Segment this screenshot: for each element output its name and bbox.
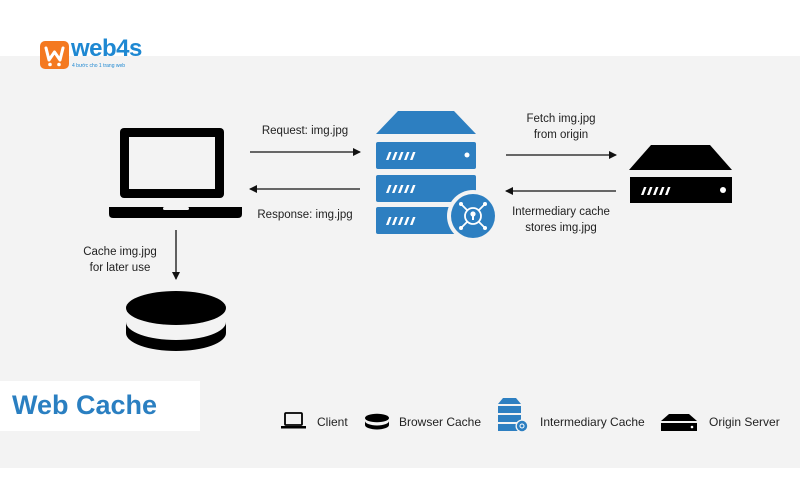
brand-name: web4s xyxy=(71,35,142,62)
fetch-label-line2: from origin xyxy=(533,129,589,141)
cache-label-line2: for later use xyxy=(89,262,151,274)
legend-label-browser-cache: Browser Cache xyxy=(399,415,482,429)
legend-intermediary-cache-icon xyxy=(498,398,529,433)
client-laptop-icon xyxy=(109,128,242,218)
legend-label-client: Client xyxy=(317,415,348,429)
legend-label-intermediary-cache: Intermediary Cache xyxy=(540,415,645,429)
diagram-title: Web Cache xyxy=(12,390,158,420)
brand-logo-mark xyxy=(40,41,69,69)
brand-tagline: 4 bước cho 1 trang web xyxy=(72,63,126,69)
legend-browser-cache-icon xyxy=(365,413,389,430)
legend-label-origin-server: Origin Server xyxy=(709,415,780,429)
browser-cache-disk-icon xyxy=(126,291,226,351)
stores-label-line1: Intermediary cache xyxy=(512,206,610,218)
intermediary-cache-icon xyxy=(376,111,499,242)
stores-label-line2: stores img.jpg xyxy=(525,222,597,234)
fetch-label-line1: Fetch img.jpg xyxy=(526,113,596,125)
title-panel xyxy=(0,381,200,431)
request-label: Request: img.jpg xyxy=(261,125,349,137)
legend-origin-server-icon xyxy=(661,414,697,431)
legend-client-icon xyxy=(281,412,306,429)
origin-server-icon xyxy=(629,145,732,203)
response-label: Response: img.jpg xyxy=(257,209,353,221)
cache-label-line1: Cache img.jpg xyxy=(83,246,157,258)
